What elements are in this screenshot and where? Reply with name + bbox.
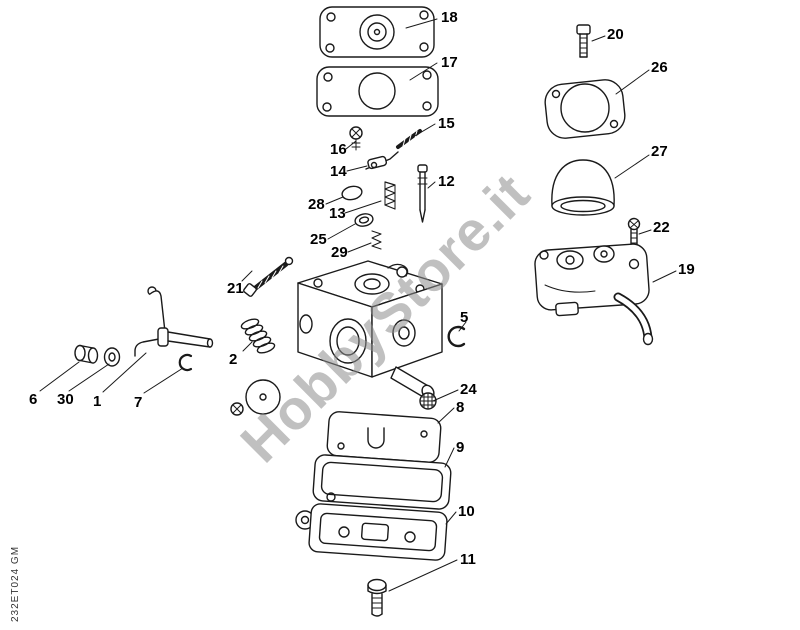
callout-2: 2 (229, 351, 238, 368)
part-26-plate (544, 79, 626, 139)
callout-7: 7 (134, 394, 143, 411)
part-adjuster-disc (230, 379, 281, 416)
part-5-circlip (447, 325, 466, 348)
part-carburetor-body (297, 260, 443, 400)
callout-22: 22 (653, 219, 670, 236)
part-6-sleeve (74, 344, 99, 364)
part-21-screw (243, 256, 294, 297)
callout-14: 14 (330, 163, 347, 180)
callout-8: 8 (456, 399, 465, 416)
callout-28: 28 (308, 196, 325, 213)
part-29-spring (371, 230, 382, 250)
callout-1: 1 (93, 393, 102, 410)
part-9-gasket (312, 454, 452, 510)
part-15-pin (396, 129, 422, 149)
callout-27: 27 (651, 143, 668, 160)
part-12-needle-valve (417, 164, 428, 223)
part-19-pump-body (534, 243, 654, 346)
part-11-screw (367, 578, 387, 617)
part-28-plug (341, 185, 363, 201)
callout-29: 29 (331, 244, 348, 261)
callout-5: 5 (460, 309, 469, 326)
callout-16: 16 (330, 141, 347, 158)
part-7-clip (178, 353, 193, 372)
callout-12: 12 (438, 173, 455, 190)
callout-15: 15 (438, 115, 455, 132)
part-17-gasket (316, 66, 439, 117)
part-13-spring (384, 181, 396, 210)
part-30-washer (103, 347, 121, 367)
plate-code-text: 232ET024 GM (10, 545, 21, 622)
callout-13: 13 (329, 205, 346, 222)
part-22-screw (627, 217, 641, 248)
callout-21: 21 (227, 280, 244, 297)
callout-24: 24 (460, 381, 477, 398)
callout-11: 11 (460, 551, 476, 568)
part-27-primer-bulb (551, 159, 615, 216)
part-2-spring (240, 318, 276, 354)
callout-20: 20 (607, 26, 624, 43)
callout-26: 26 (651, 59, 668, 76)
callout-25: 25 (310, 231, 327, 248)
callout-6: 6 (29, 391, 38, 408)
part-8-diaphragm (326, 411, 442, 463)
callout-30: 30 (57, 391, 74, 408)
callout-19: 19 (678, 261, 695, 278)
part-20-screw (576, 24, 591, 58)
part-18-diaphragm-cover (319, 6, 435, 58)
part-10-pump-plate (295, 503, 448, 561)
leader-lines (39, 18, 677, 592)
part-25-plug (354, 213, 374, 227)
part-14-lever (365, 151, 399, 170)
part-1-lever-shaft (134, 286, 214, 357)
part-16-screw (349, 126, 363, 151)
callout-9: 9 (456, 439, 465, 456)
callout-18: 18 (441, 9, 458, 26)
callout-10: 10 (458, 503, 475, 520)
callout-17: 17 (441, 54, 458, 71)
